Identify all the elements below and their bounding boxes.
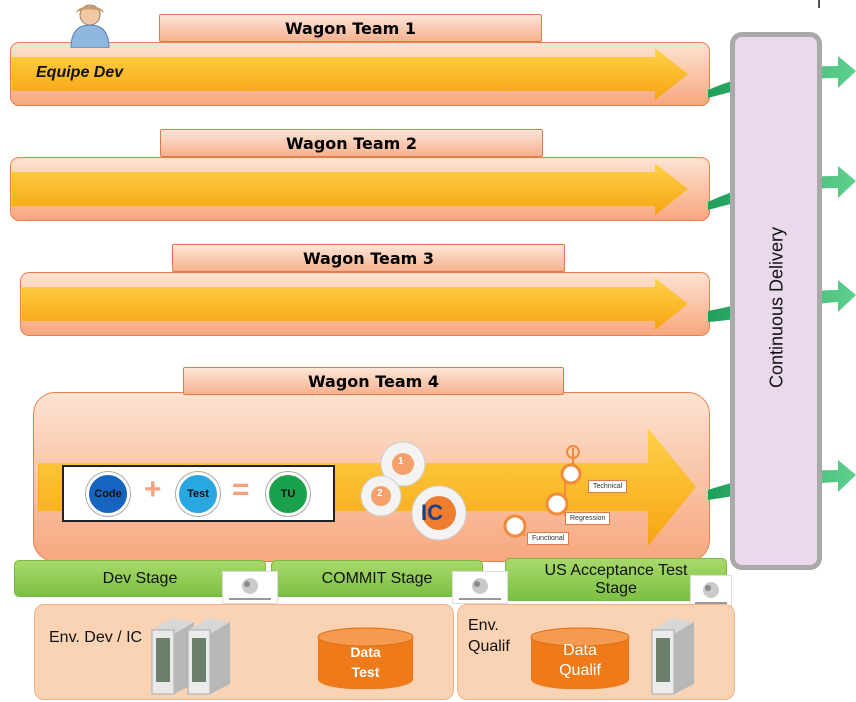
jenkins-thumbnail-2 <box>452 571 508 604</box>
wagon-team-1-label: Wagon Team 1 <box>159 14 542 42</box>
user-avatar-icon <box>70 4 110 48</box>
ic-label: IC <box>421 500 443 525</box>
equipe-dev-label: Equipe Dev <box>36 64 124 81</box>
gear-2-label: 2 <box>377 488 383 499</box>
equals-sign: = <box>232 473 250 506</box>
team-2-flow-arrow <box>12 163 688 215</box>
data-test-db: Data Test <box>317 627 414 689</box>
env-qualif-label: Env. Qualif <box>468 617 510 655</box>
jenkins-thumbnail-1 <box>222 571 278 604</box>
server-qualif-icon <box>651 618 694 695</box>
plus-sign: + <box>144 473 162 506</box>
gear-1-label: 1 <box>398 456 404 467</box>
commit-stage: COMMIT Stage <box>271 560 483 597</box>
server-dev-icon <box>151 618 230 695</box>
tu-circle: TU <box>266 472 310 516</box>
data-test-label: Data Test <box>350 644 381 680</box>
wagon-team-4-label: Wagon Team 4 <box>183 367 564 395</box>
continuous-delivery-bar: Continuous Delivery <box>730 32 822 570</box>
env-dev-label: Env. Dev / IC <box>49 629 143 646</box>
acceptance-tests-icon <box>503 445 582 538</box>
team-3-flow-arrow <box>22 278 688 330</box>
wagon-team-2-label: Wagon Team 2 <box>160 129 543 157</box>
gears-icon <box>360 441 467 541</box>
test-circle: Test <box>176 472 220 516</box>
regression-tag: Regression <box>565 512 611 525</box>
jenkins-thumbnail-3 <box>690 575 732 608</box>
data-qualif-db: Data Qualif <box>530 627 630 689</box>
us-acceptance-stage-label: US Acceptance Test Stage <box>544 561 688 597</box>
continuous-delivery-label: Continuous Delivery <box>766 226 787 389</box>
team-1-flow-arrow <box>12 48 688 100</box>
wagon-team-3-label: Wagon Team 3 <box>172 244 565 272</box>
code-test-tu-box: Code + Test = TU <box>62 465 335 522</box>
technical-tag: Technical <box>588 480 628 493</box>
data-qualif-label: Data Qualif <box>559 642 601 679</box>
functional-tag: Functional <box>527 532 570 545</box>
top-right-tick <box>818 0 820 8</box>
code-circle: Code <box>86 472 130 516</box>
